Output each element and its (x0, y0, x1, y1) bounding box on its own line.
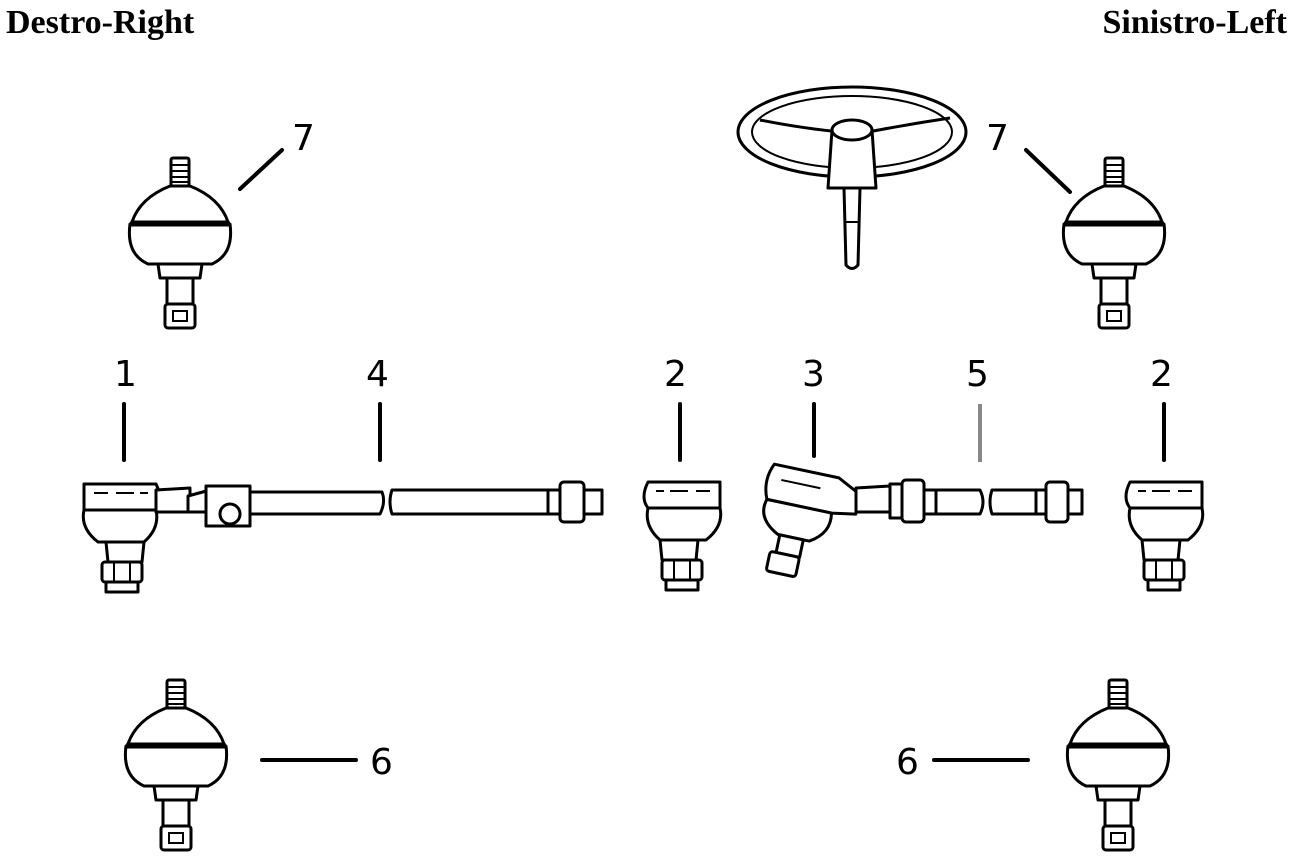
callout-6-left-side: 6 (896, 742, 919, 783)
callout-1: 1 (114, 354, 137, 395)
callout-6-right-side: 6 (370, 742, 393, 783)
callout-4: 4 (366, 354, 389, 395)
callout-3: 3 (802, 354, 825, 395)
tie-rod-icon (81, 480, 723, 594)
ball-joint-icon (129, 158, 230, 328)
tie-rod-icon (762, 462, 1205, 592)
steering-wheel-icon (736, 85, 968, 270)
heading-left: Sinistro-Left (1102, 4, 1287, 41)
ball-joint-icon (1067, 680, 1168, 850)
callout-7-left-side: 7 (986, 118, 1009, 159)
callout-5: 5 (966, 354, 989, 395)
callout-2-left-side: 2 (1150, 354, 1173, 395)
callout-2-right-side: 2 (664, 354, 687, 395)
ball-joint-icon (1063, 158, 1164, 328)
callout-7-right-side: 7 (292, 118, 315, 159)
ball-joint-icon (125, 680, 226, 850)
heading-right: Destro-Right (6, 4, 195, 41)
